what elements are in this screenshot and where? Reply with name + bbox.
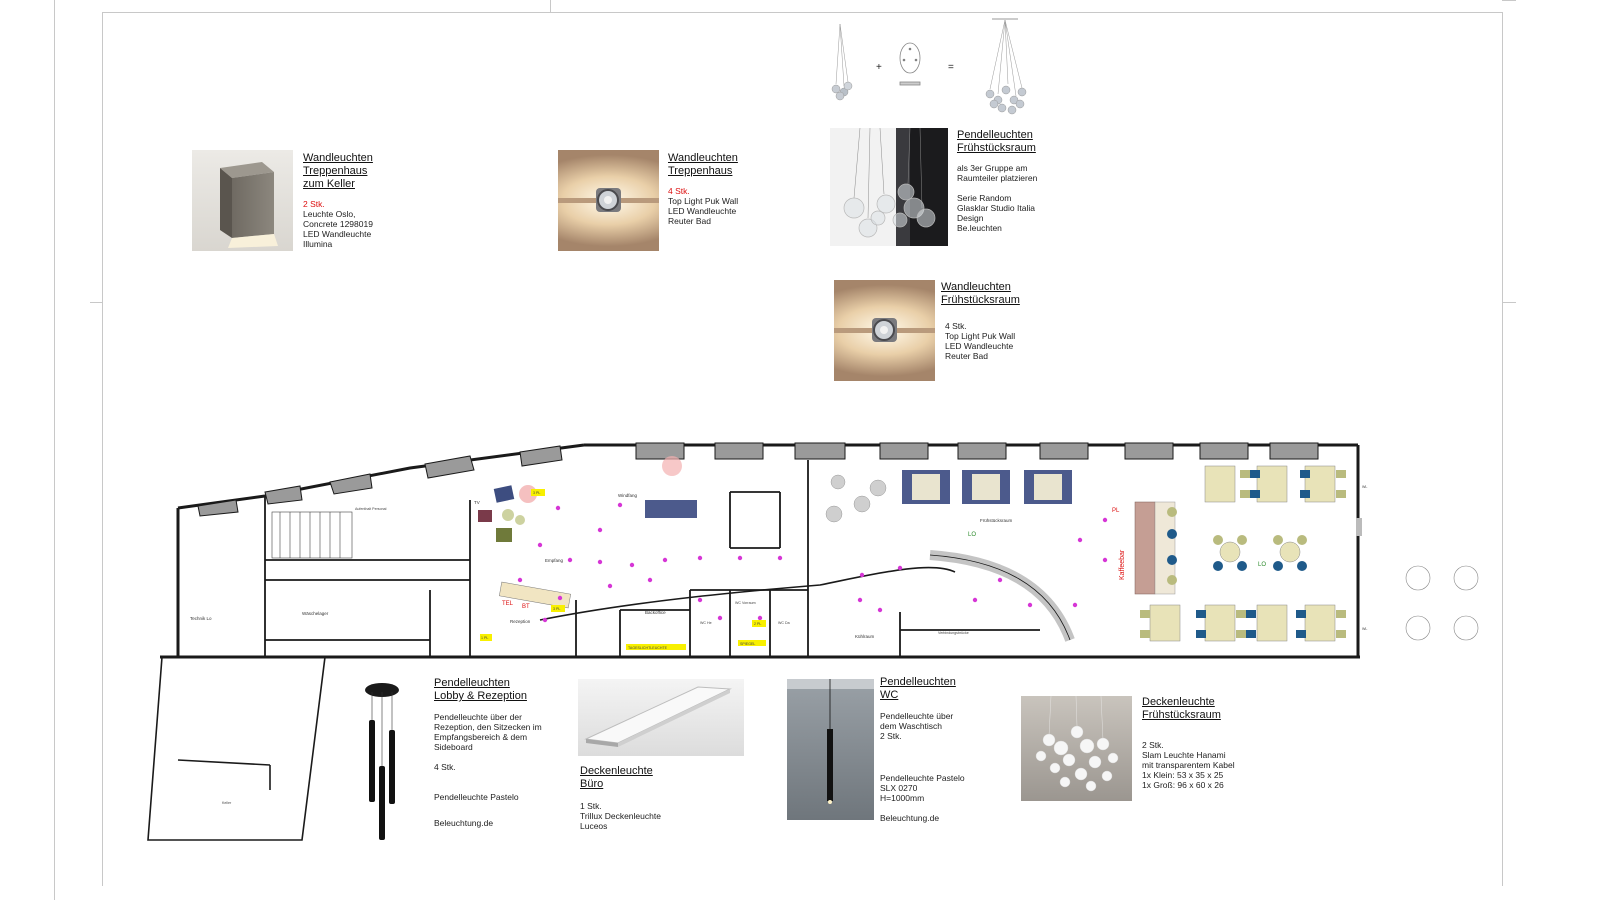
puk-wall-light-breakfast-image: [834, 280, 935, 381]
pastelo-pendant-lobby-image: [358, 676, 408, 846]
pendant-lobby-caption: Pendelleuchten Lobby & Rezeption Pendell…: [434, 677, 542, 828]
tag-pl: PL: [1112, 508, 1120, 514]
cube-wall-light-caption: Wandleuchten Treppenhaus zum Keller 2 St…: [303, 152, 373, 249]
room-windfang: Windfang: [618, 493, 638, 498]
tag-3pl-a: 3 PL: [533, 491, 540, 495]
light-points: [517, 502, 1108, 623]
pendant-breakfast-caption: Pendelleuchten Frühstücksraum als 3er Gr…: [957, 129, 1038, 233]
window-niches: [197, 442, 1319, 517]
room-rezeption: Rezeption: [510, 619, 531, 624]
pendant-wc-caption: Pendelleuchten WC Pendelleuchte über dem…: [880, 676, 965, 823]
tag-tageslicht: TAGESLICHTLEUCHTE: [628, 646, 668, 650]
outer-walls: [160, 443, 1360, 659]
tag-1pl: 1 PL: [481, 636, 488, 640]
ceiling-office-caption: Deckenleuchte Büro 1 Stk. Trillux Decken…: [580, 765, 661, 831]
curved-corridor-wall: [539, 566, 956, 621]
room-backoffice: Backoffice: [645, 610, 666, 615]
room-verbindung: Verbindungsbrücke: [938, 631, 969, 635]
room-fruhstucksraum: Frühstücksraum: [980, 518, 1013, 523]
tag-spiegel: SPIEGEL: [740, 642, 755, 646]
tag-2pl: 2 PL: [754, 622, 761, 626]
hanami-ceiling-light-image: [1021, 696, 1132, 801]
breakfast-tables: [1149, 465, 1336, 642]
tag-wl-2: WL: [1362, 627, 1367, 631]
curved-divider: [929, 550, 1075, 642]
sheet-border-left: [102, 12, 103, 886]
room-wc-da: WC Da: [778, 621, 790, 625]
glass-pendant-photo: [830, 128, 948, 246]
room-keller: Keller: [222, 801, 232, 805]
chairs-blue: [1167, 470, 1310, 638]
sheet-border-right: [1502, 12, 1503, 886]
tag-lo-2: LO: [1258, 562, 1266, 568]
pastelo-pendant-wc-image: [787, 679, 874, 820]
room-technik: Technik Lo: [190, 616, 212, 621]
interior-walls: [264, 460, 1040, 657]
puk-wall-light-stair-image: [558, 150, 659, 251]
room-wc-he: WC He: [700, 621, 712, 625]
sheet-mid-mark-right: [1502, 302, 1516, 303]
tag-bt: BT: [522, 604, 530, 610]
kaffeebar-counter: [1134, 501, 1156, 595]
tag-tel: TEL: [502, 601, 514, 607]
single-pendant-group-icon: [831, 23, 853, 101]
tag-lo: LO: [968, 532, 976, 538]
tag-wl: WL: [1362, 485, 1367, 489]
lounge-chairs: [825, 474, 887, 523]
room-empfang: Empfang: [545, 558, 564, 563]
tag-tv: TV: [474, 500, 480, 505]
sheet-outer-left: [54, 0, 55, 900]
ceiling-breakfast-caption: Deckenleuchte Frühstücksraum 2 Stk. Slam…: [1142, 696, 1235, 790]
tag-3pl-b: 3 PL: [553, 607, 560, 611]
room-kuhlraum: Kühlraum: [855, 634, 875, 639]
keller-annex: [147, 656, 326, 841]
sheet-mid-mark-left: [90, 302, 102, 303]
sheet-top-tick-2: [1502, 0, 1516, 1]
room-wascheleger: Wäschelager: [302, 611, 329, 616]
pendant-marker-2: [662, 456, 682, 476]
pendant-cluster-marker: [519, 485, 537, 503]
luceos-ceiling-light-image: [578, 679, 744, 756]
pendant-cluster-result-icon: [985, 18, 1027, 115]
formula-equals: =: [948, 62, 954, 73]
puk-stair-caption: Wandleuchten Treppenhaus 4 Stk. Top Ligh…: [668, 152, 739, 226]
formula-plus: +: [876, 62, 882, 73]
sheet-border-top: [102, 12, 1502, 13]
terrace-tables: [1405, 565, 1479, 641]
canopy-icon: [899, 42, 921, 86]
label-kaffeebar: Kaffeebar: [1119, 549, 1126, 580]
sofa-groups: [902, 470, 1072, 504]
puk-breakfast-caption: Wandleuchten Frühstücksraum 4 Stk. Top L…: [941, 281, 1020, 361]
pendant-formula-diagram: + =: [830, 14, 1030, 124]
concrete-cube-wall-light-image: [192, 150, 293, 251]
chairs-olive: [1140, 470, 1346, 638]
room-aufenthalt: Aufenthalt Personal: [355, 507, 387, 511]
lobby-furniture: [478, 485, 697, 609]
sheet-top-tick-1: [550, 0, 551, 12]
stair: [271, 511, 353, 559]
room-wc-vorraum: WC Vorraum: [735, 601, 756, 605]
